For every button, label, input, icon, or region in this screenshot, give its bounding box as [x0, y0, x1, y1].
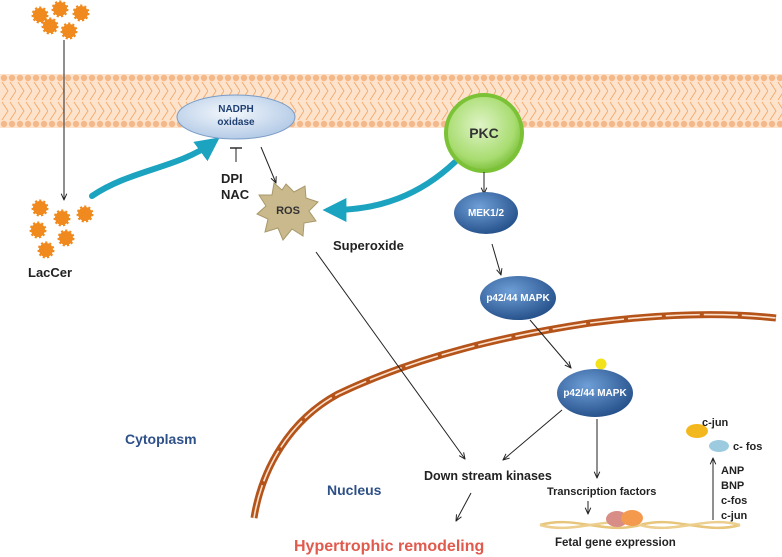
- downstream-kinases-label: Down stream kinases: [424, 469, 552, 483]
- transcription-factor-blob-2: [621, 510, 643, 526]
- mapk-nucleus-label: p42/44 MAPK: [563, 388, 627, 399]
- nadph-to-ros-arrow: [260, 146, 276, 183]
- pkc-to-ros-arrow: [322, 159, 458, 222]
- mapk-cytoplasm-label: p42/44 MAPK: [486, 293, 550, 304]
- mapk-to-downstream-arrow: [503, 409, 563, 460]
- lac-cer-to-nadph-arrow: [89, 137, 220, 199]
- lac-cer-cluster-top: [31, 0, 90, 40]
- oxidase-label: oxidase: [217, 117, 255, 128]
- hypertrophic-remodeling-label: Hypertrophic remodeling: [294, 538, 484, 555]
- c-jun-label: c-jun: [702, 417, 729, 429]
- cytoplasm-label: Cytoplasm: [125, 431, 197, 447]
- c-fos-label: c- fos: [733, 441, 762, 453]
- mek-to-mapk-arrow: [491, 243, 501, 275]
- mek-label: MEK1/2: [468, 208, 505, 219]
- mapk-to-nuclear-arrow: [529, 319, 571, 368]
- c-fos-blob: [709, 440, 729, 452]
- ros-node: [256, 182, 319, 241]
- nac-label: NAC: [221, 187, 250, 202]
- ros-label: ROS: [276, 205, 300, 217]
- downstream-to-hypertrophy-arrow: [456, 492, 472, 521]
- nadph-oxidase-node: [176, 94, 296, 140]
- dpi-label: DPI: [221, 171, 243, 186]
- gene-cjun-label: c-jun: [721, 510, 748, 522]
- gene-cfos-label: c-fos: [721, 495, 747, 507]
- fetal-gene-expression-label: Fetal gene expression: [555, 537, 676, 549]
- pkc-label: PKC: [469, 125, 499, 141]
- transcription-factors-label: Transcription factors: [547, 486, 656, 498]
- superoxide-label: Superoxide: [333, 238, 404, 253]
- ros-to-downstream-arrow: [315, 251, 465, 459]
- pkc-node: [444, 93, 524, 173]
- c-jun-blob: [686, 424, 708, 438]
- gene-anp-label: ANP: [721, 465, 744, 477]
- mapk-nucleus-node: [557, 369, 633, 417]
- phosphate-dot: [595, 358, 607, 370]
- dna-strand-2: [539, 520, 741, 530]
- nadph-label: NADPH: [218, 104, 254, 115]
- lac-cer-cluster-bottom: [29, 199, 94, 259]
- lac-cer-label: LacCer: [28, 265, 72, 280]
- gene-bnp-label: BNP: [721, 480, 744, 492]
- mek-node: [454, 192, 518, 234]
- mapk-cytoplasm-node: [480, 276, 556, 320]
- cell-membrane: [0, 74, 782, 128]
- nucleus-label: Nucleus: [327, 482, 382, 498]
- nuclear-envelope-highlight: [253, 313, 777, 519]
